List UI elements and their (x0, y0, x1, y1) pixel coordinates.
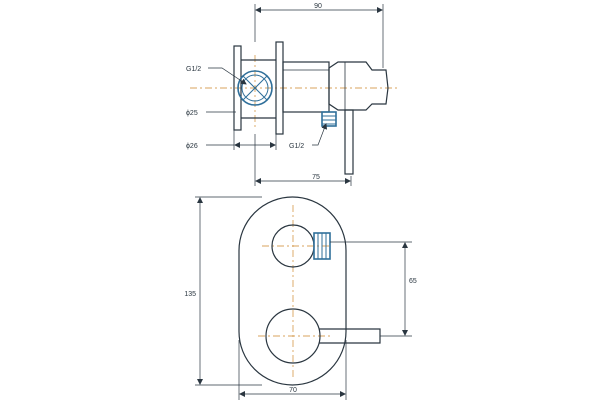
outlet-thread (321, 111, 337, 127)
dim-70-label: 70 (289, 387, 297, 394)
front-outlet-thread (313, 232, 331, 260)
dim-75-label: 75 (312, 174, 320, 181)
inlet-thread-label: G1/2 (186, 66, 201, 73)
side-view: 90 75 G1/2 ϕ25 ϕ26 G1/2 (186, 3, 400, 186)
dim-135-label: 135 (184, 291, 196, 298)
back-flange (233, 45, 242, 131)
mixer-knob (265, 308, 321, 364)
handle-hub (328, 61, 389, 111)
lever-handle (344, 109, 354, 175)
cartridge-housing (282, 61, 330, 113)
dia-26-label: ϕ26 (186, 143, 198, 150)
outlet-thread-label: G1/2 (289, 143, 304, 150)
inlet-port (237, 70, 273, 106)
dia-25-label: ϕ25 (186, 110, 198, 117)
oval-faceplate (238, 196, 347, 386)
dim-65-label: 65 (409, 278, 417, 285)
dim-90-label: 90 (314, 3, 322, 10)
front-view: 135 70 65 (184, 196, 417, 400)
